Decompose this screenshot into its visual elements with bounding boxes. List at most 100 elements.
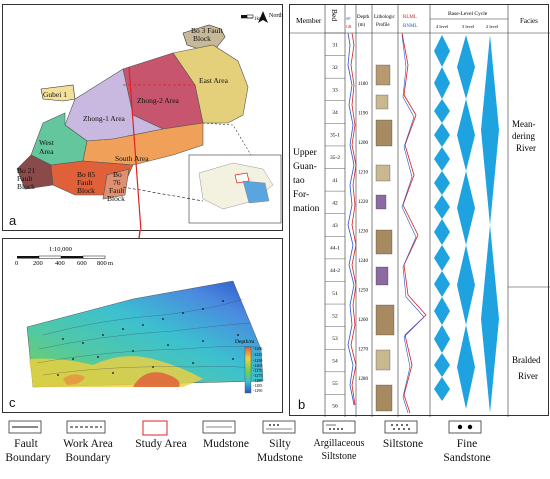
bed-label: 34: [332, 110, 338, 116]
svg-text:-1270: -1270: [253, 368, 262, 373]
svg-text:-1285: -1285: [253, 383, 262, 388]
panel-a-svg: North 1km: [16, 11, 283, 232]
scale-bar: [241, 14, 254, 19]
north-label: North: [269, 13, 283, 19]
depth-label: 1270: [358, 348, 369, 353]
panel-a-map: North 1km: [2, 4, 283, 232]
cycle-level4: [434, 67, 450, 99]
depth-label: 1260: [358, 318, 369, 323]
facies-bottom: Bralded River: [512, 355, 541, 381]
legend-fine-1: Fine: [456, 438, 478, 450]
label-bo76-3: Fault: [109, 186, 125, 195]
study-area-icon: [142, 420, 168, 436]
cycle-level4: [434, 35, 450, 67]
svg-text:200: 200: [33, 260, 43, 267]
header-lithologic-1: Lithologic: [374, 15, 396, 20]
svg-text:Guan-: Guan-: [293, 162, 317, 172]
rlml-curve: [401, 32, 427, 414]
depth-label: 1250: [358, 289, 369, 294]
cycle-level4: [434, 377, 450, 401]
cycle-level4: [434, 99, 450, 123]
panel-c-svg: 1:10,000 0 200 400 600 800 m: [15, 246, 264, 394]
legend-work-1: Work Area: [63, 438, 113, 450]
cycle-level2: [481, 35, 499, 225]
well-points: [57, 300, 239, 376]
member-name: Upper Guan- tao For- mation: [293, 148, 320, 214]
bed-label: 51: [332, 291, 338, 297]
bed-label: 54: [332, 359, 338, 365]
legend-fault-2: Boundary: [5, 452, 51, 464]
svg-text:600: 600: [77, 260, 87, 267]
panel-label-a: a: [7, 213, 19, 228]
silty-mudstone-icon: [262, 420, 296, 434]
svg-text:Bralded: Bralded: [512, 355, 541, 365]
cycle-level4: [434, 245, 450, 271]
svg-text:-1265: -1265: [253, 363, 262, 368]
label-bo21-1: Bo 21: [17, 166, 35, 175]
label-bo21-3: Block: [17, 182, 35, 191]
cycle-level4: [434, 325, 450, 353]
svg-text:800: 800: [97, 260, 107, 267]
panel-b-column: Member Bed Depth (m) Lithologic Profile …: [289, 4, 550, 417]
cycle-level3: [457, 35, 475, 99]
label-west-2: Area: [39, 147, 54, 156]
header-depth-unit: (m): [358, 23, 366, 28]
label-bo3-block: Block: [193, 34, 211, 43]
gr-curve: [350, 32, 357, 406]
header-level4: 4 level: [436, 24, 449, 29]
inset-leader-line: [122, 186, 204, 202]
colorbar-title: Depth/m: [235, 339, 255, 345]
bed-label: 41: [332, 178, 338, 184]
cycle-level4: [434, 219, 450, 245]
colorbar: [244, 346, 252, 394]
legend: Fault Boundary Work Area Boundary Study …: [0, 418, 550, 479]
svg-text:-1250: -1250: [253, 358, 262, 363]
legend-study: Study Area: [135, 438, 187, 450]
depth-label: 1200: [358, 141, 369, 146]
label-west-1: West: [39, 138, 55, 147]
cycle-level3: [457, 245, 475, 325]
bed-labels: 3132333435-135-241424344-144-25152535455…: [325, 32, 345, 410]
fine-sandstone-icon: [448, 420, 482, 434]
cycle-level3: [457, 325, 475, 409]
legend-siltstone: Siltstone: [382, 438, 424, 450]
argillaceous-siltstone-icon: [322, 420, 356, 434]
svg-text:-1200: -1200: [253, 346, 262, 351]
bed-label: 53: [332, 336, 338, 342]
legend-arg-2: Siltstone: [321, 451, 357, 462]
header-rnml: RNML: [403, 24, 417, 29]
cycle-level3: [457, 99, 475, 171]
cycle-level4: [434, 171, 450, 195]
mudstone-icon: [202, 420, 236, 434]
header-rlml: RLML: [403, 15, 417, 20]
legend-fine-2: Sandstone: [443, 452, 491, 464]
rnml-curve: [401, 34, 425, 414]
bed-label: 31: [332, 42, 338, 48]
legend-fault-1: Fault: [14, 438, 38, 450]
cycle-level4: [434, 271, 450, 297]
bo3-block: [182, 24, 226, 50]
depth-label: 1220: [358, 200, 369, 205]
contours: [36, 298, 262, 376]
header-baselevel: Base-Level Cycle: [448, 11, 488, 17]
svg-text:dering: dering: [512, 131, 535, 141]
legend-silty-2: Mudstone: [257, 452, 303, 464]
svg-text:-1290: -1290: [253, 388, 262, 393]
section-line: [128, 66, 142, 232]
gubei-block: [40, 84, 76, 102]
panel-c-map: 1:10,000 0 200 400 600 800 m: [2, 238, 283, 413]
header-sp: SP: [346, 16, 351, 21]
depth-label: 1240: [358, 259, 369, 264]
cycle-level4: [434, 195, 450, 219]
svg-text:tao: tao: [293, 176, 305, 186]
label-bo76-1: Bo: [113, 170, 122, 179]
label-bo85-3: Block: [77, 186, 95, 195]
label-bo85-1: Bo 85: [77, 170, 95, 179]
base-level-cycles: [434, 35, 499, 413]
north-arrow-icon: [258, 11, 268, 23]
bed-label: 52: [332, 313, 338, 319]
cycle-level3: [457, 171, 475, 245]
column-grid: [290, 5, 550, 417]
header-level2: 2 level: [486, 24, 499, 29]
bed-label: 33: [332, 87, 338, 93]
